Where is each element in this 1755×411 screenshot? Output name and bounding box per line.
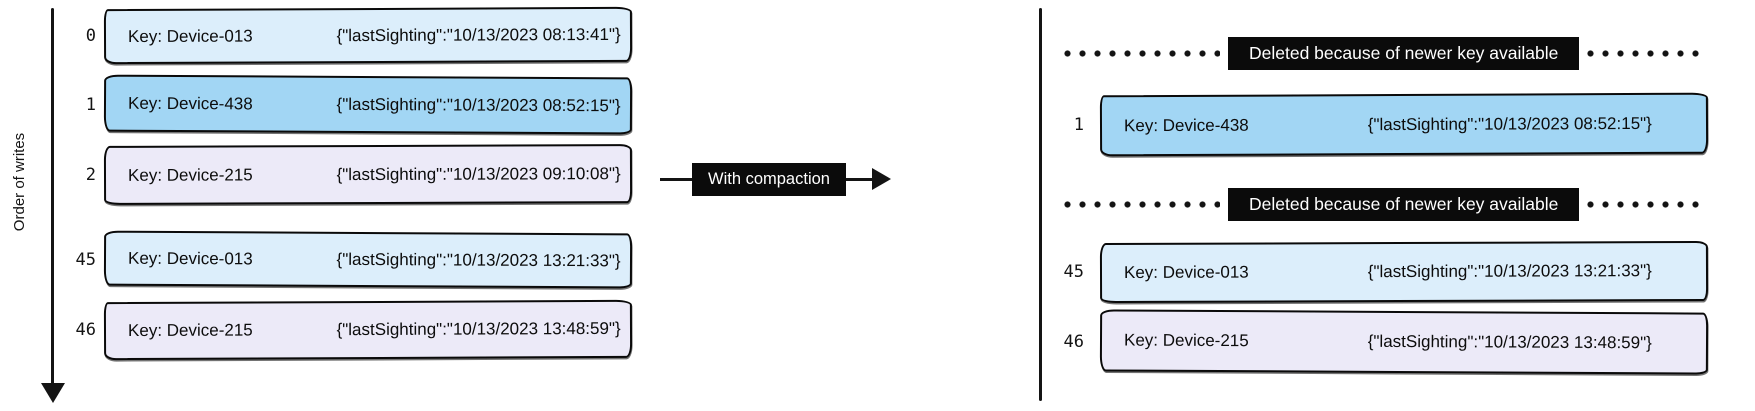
log-row-before-46: 46 Key: Device-215 {"lastSighting":"10/1…	[62, 299, 633, 361]
dotted-line	[1064, 201, 1220, 208]
record-key: Key: Device-215	[127, 164, 253, 185]
row-index: 2	[85, 164, 96, 185]
log-row-before-45: 45 Key: Device-013 {"lastSighting":"10/1…	[62, 230, 633, 289]
deleted-record-marker: Deleted because of newer key available	[1064, 37, 1706, 70]
row-index: 1	[85, 94, 96, 115]
record-box: Key: Device-438 {"lastSighting":"10/13/2…	[103, 74, 633, 135]
down-arrow-icon	[41, 383, 65, 403]
row-index: 1	[1073, 114, 1084, 135]
row-index: 45	[1063, 262, 1084, 282]
record-value: {"lastSighting":"10/13/2023 08:13:41"}	[336, 24, 621, 45]
dotted-line	[1587, 201, 1706, 208]
record-value: {"lastSighting":"10/13/2023 13:21:33"}	[336, 249, 621, 270]
record-value: {"lastSighting":"10/13/2023 09:10:08"}	[336, 163, 621, 184]
record-key: Key: Device-013	[127, 26, 253, 46]
row-index: 46	[1063, 332, 1084, 352]
order-of-writes-label: Order of writes	[11, 132, 28, 232]
record-value: {"lastSighting":"10/13/2023 13:21:33"}	[1367, 261, 1652, 282]
deleted-marker-label: Deleted because of newer key available	[1228, 37, 1580, 70]
record-box: Key: Device-438 {"lastSighting":"10/13/2…	[1099, 92, 1709, 157]
record-box: Key: Device-013 {"lastSighting":"10/13/2…	[1099, 240, 1709, 304]
record-key: Key: Device-215	[127, 320, 253, 341]
row-index: 45	[75, 249, 96, 270]
log-row-after-1: 1 Key: Device-438 {"lastSighting":"10/13…	[1052, 92, 1709, 157]
record-box: Key: Device-013 {"lastSighting":"10/13/2…	[103, 6, 633, 65]
record-key: Key: Device-438	[127, 93, 253, 113]
log-row-after-46: 46 Key: Device-215 {"lastSighting":"10/1…	[1052, 309, 1709, 375]
order-of-writes-axis-line	[51, 8, 54, 385]
row-index: 46	[75, 320, 96, 340]
record-value: {"lastSighting":"10/13/2023 13:48:59"}	[336, 318, 621, 340]
log-row-before-2: 2 Key: Device-215 {"lastSighting":"10/13…	[62, 144, 633, 205]
record-box: Key: Device-215 {"lastSighting":"10/13/2…	[103, 144, 633, 205]
record-value: {"lastSighting":"10/13/2023 13:48:59"}	[1367, 331, 1652, 353]
deleted-record-marker: Deleted because of newer key available	[1064, 188, 1706, 221]
record-box: Key: Device-013 {"lastSighting":"10/13/2…	[103, 230, 633, 289]
dotted-line	[1587, 50, 1706, 57]
log-row-before-1: 1 Key: Device-438 {"lastSighting":"10/13…	[62, 74, 633, 135]
record-box: Key: Device-215 {"lastSighting":"10/13/2…	[1099, 309, 1709, 375]
dotted-line	[1064, 50, 1220, 57]
record-key: Key: Device-438	[1123, 115, 1249, 135]
compaction-arrow-label: With compaction	[692, 163, 846, 196]
log-row-after-45: 45 Key: Device-013 {"lastSighting":"10/1…	[1052, 240, 1709, 304]
record-value: {"lastSighting":"10/13/2023 08:52:15"}	[1367, 113, 1652, 134]
right-arrow-icon	[872, 168, 891, 190]
compacted-log-axis-line	[1039, 8, 1042, 401]
record-key: Key: Device-013	[1123, 262, 1249, 282]
row-index: 0	[85, 25, 96, 46]
deleted-marker-label: Deleted because of newer key available	[1228, 188, 1580, 221]
record-key: Key: Device-013	[127, 248, 253, 268]
log-row-before-0: 0 Key: Device-013 {"lastSighting":"10/13…	[62, 6, 633, 65]
record-key: Key: Device-215	[1123, 330, 1249, 351]
record-box: Key: Device-215 {"lastSighting":"10/13/2…	[103, 299, 633, 361]
record-value: {"lastSighting":"10/13/2023 08:52:15"}	[336, 94, 621, 115]
